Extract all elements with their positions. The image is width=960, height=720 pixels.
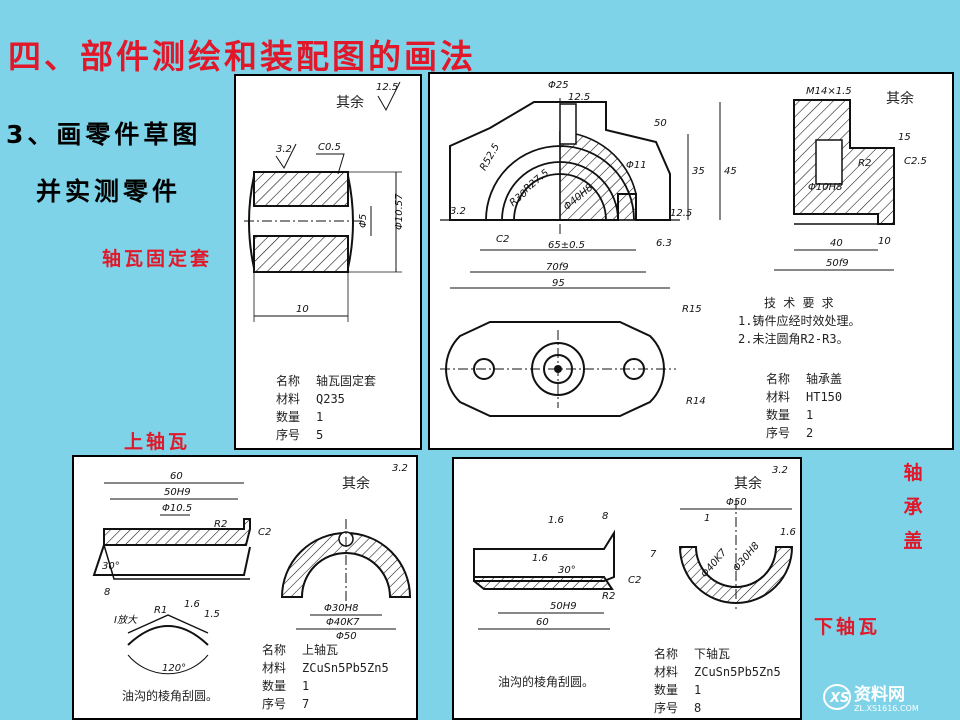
tech-requirements: 技 术 要 求 1.铸件应经时效处理。 2.未注圆角R2-R3。 [738, 294, 860, 348]
subtitle-step: 3、画零件草图 [6, 120, 202, 149]
panel-lower-bushing: 1.6 8 1.6 30° C2 R2 50H9 60 Φ50 1 7 Φ40K… [452, 457, 802, 720]
dim-lower-1-6c: 1.6 [780, 527, 796, 538]
dim-roughness-other-sleeve: 12.5 [376, 82, 398, 93]
dim-upper-r2: R2 [214, 519, 227, 530]
dim-cap-r15: R15 [682, 304, 702, 315]
dim-upper-50h9: 50H9 [164, 487, 191, 498]
dim-upper-1-5: 1.5 [204, 609, 220, 620]
dim-chamfer-sleeve: C0.5 [318, 142, 341, 153]
panel-upper-bushing: 60 50H9 Φ10.5 R2 C2 30° 8 R1 1.6 1.5 I放大… [72, 455, 418, 720]
dim-upper-60: 60 [170, 471, 183, 482]
dim-lower-1-6a: 1.6 [548, 515, 564, 526]
dim-lower-8: 8 [602, 511, 608, 522]
dim-cap-35: 35 [692, 166, 705, 177]
panel-bearing-cap: Φ25 12.5 50 R52.5 R27.5 R30 Φ40H8 Φ11 C2… [428, 72, 954, 450]
dim-cap-r52: R52.5 [478, 142, 502, 173]
dim-upper-roughness: 3.2 [392, 463, 408, 474]
oil-groove-note-lower: 油沟的棱角刮圆。 [498, 675, 595, 689]
dim-upper-c2: C2 [258, 527, 271, 538]
dim-upper-8: 8 [104, 587, 110, 598]
site-logo: XS 资料网 ZL.XS1616.COM [822, 680, 952, 714]
others-label-lower: 其余 [734, 476, 762, 492]
dim-cap-6-3: 6.3 [656, 238, 672, 249]
cap-drawing: Φ25 12.5 50 R52.5 R27.5 R30 Φ40H8 Φ11 C2… [440, 80, 927, 417]
others-label-sleeve: 其余 [336, 95, 364, 111]
dim-upper-d30: Φ30H8 [324, 603, 358, 614]
dim-cap-70: 70f9 [546, 262, 569, 273]
dim-upper-r1: R1 [154, 605, 167, 616]
logo-text: 资料网 [854, 684, 905, 705]
dim-cap-50f9: 50f9 [826, 258, 849, 269]
dim-cap-3-2a: 3.2 [450, 206, 466, 217]
logo-url: ZL.XS1616.COM [854, 704, 919, 713]
dim-lower-30deg: 30° [558, 565, 576, 576]
dim-lower-1: 1 [704, 513, 710, 524]
dim-cap-95: 95 [552, 278, 565, 289]
label-fixing-sleeve: 轴瓦固定套 [102, 248, 213, 270]
page-title: 四、部件测绘和装配图的画法 [8, 37, 476, 76]
tech-req-title: 技 术 要 求 [764, 296, 834, 310]
dim-length-sleeve: 10 [296, 304, 309, 315]
label-lower-bushing: 下轴瓦 [814, 616, 881, 638]
dim-upper-30deg: 30° [102, 561, 120, 572]
dim-roughness-sleeve: 3.2 [276, 144, 292, 155]
dim-cap-12-5b: 12.5 [670, 208, 692, 219]
upper-bushing-drawing: 60 50H9 Φ10.5 R2 C2 30° 8 R1 1.6 1.5 I放大… [92, 463, 412, 675]
dim-lower-60: 60 [536, 617, 549, 628]
dim-cap-12-5a: 12.5 [568, 92, 590, 103]
dim-cap-50: 50 [654, 118, 667, 129]
label-bearing-cap: 轴承盖 [903, 462, 923, 552]
sleeve-drawing: 3.2 C0.5 Φ5 Φ10.57 10 12.5 [244, 81, 405, 322]
svg-text:XS: XS [829, 691, 849, 706]
dim-lower-c2: C2 [628, 575, 641, 586]
dim-cap-d10: Φ10H8 [808, 182, 842, 193]
dim-upper-d50: Φ50 [336, 631, 357, 642]
subtitle-measure: 并实测零件 [36, 177, 182, 206]
dim-upper-d40: Φ40K7 [326, 617, 360, 628]
dim-upper-d10: Φ10.5 [162, 503, 192, 514]
others-label-cap: 其余 [886, 91, 914, 107]
dim-upper-1-6: 1.6 [184, 599, 200, 610]
dim-cap-c2-5: C2.5 [904, 156, 927, 167]
dim-lower-7: 7 [650, 549, 657, 560]
lower-bushing-drawing: 1.6 8 1.6 30° C2 R2 50H9 60 Φ50 1 7 Φ40K… [473, 465, 796, 630]
dim-cap-d25: Φ25 [548, 80, 569, 91]
oil-groove-note-upper: 油沟的棱角刮圆。 [122, 689, 219, 703]
dim-cap-c2: C2 [496, 234, 509, 245]
others-label-upper: 其余 [342, 476, 370, 492]
dim-outer-sleeve: Φ10.57 [394, 193, 405, 230]
dim-upper-120deg: 120° [162, 663, 186, 674]
dim-cap-45: 45 [724, 166, 737, 177]
dim-cap-65: 65±0.5 [548, 240, 585, 251]
dim-lower-roughness: 3.2 [772, 465, 788, 476]
dim-cap-15: 15 [898, 132, 911, 143]
dim-lower-d40: Φ40K7 [699, 547, 729, 580]
dim-bore-sleeve: Φ5 [358, 214, 369, 228]
dim-cap-r2: R2 [858, 158, 871, 169]
logo-mark-icon: XS 资料网 ZL.XS1616.COM [823, 684, 919, 713]
panel-fixing-sleeve: 3.2 C0.5 Φ5 Φ10.57 10 12.5 其余 名称轴瓦固定套 材料… [234, 74, 422, 450]
dim-lower-d50: Φ50 [726, 497, 747, 508]
dim-lower-50h9: 50H9 [550, 601, 577, 612]
dim-cap-10: 10 [878, 236, 891, 247]
tech-req-2: 2.未注圆角R2-R3。 [738, 332, 849, 346]
dim-lower-r2: R2 [602, 591, 615, 602]
label-upper-bushing: 上轴瓦 [124, 431, 191, 453]
dim-lower-1-6b: 1.6 [532, 553, 548, 564]
dim-cap-d11: Φ11 [626, 160, 647, 171]
dim-upper-detail: I放大 [114, 614, 138, 626]
dim-cap-thread: M14×1.5 [806, 86, 852, 97]
tech-req-1: 1.铸件应经时效处理。 [738, 314, 861, 328]
dim-cap-r14: R14 [686, 396, 706, 407]
dim-cap-40: 40 [830, 238, 843, 249]
